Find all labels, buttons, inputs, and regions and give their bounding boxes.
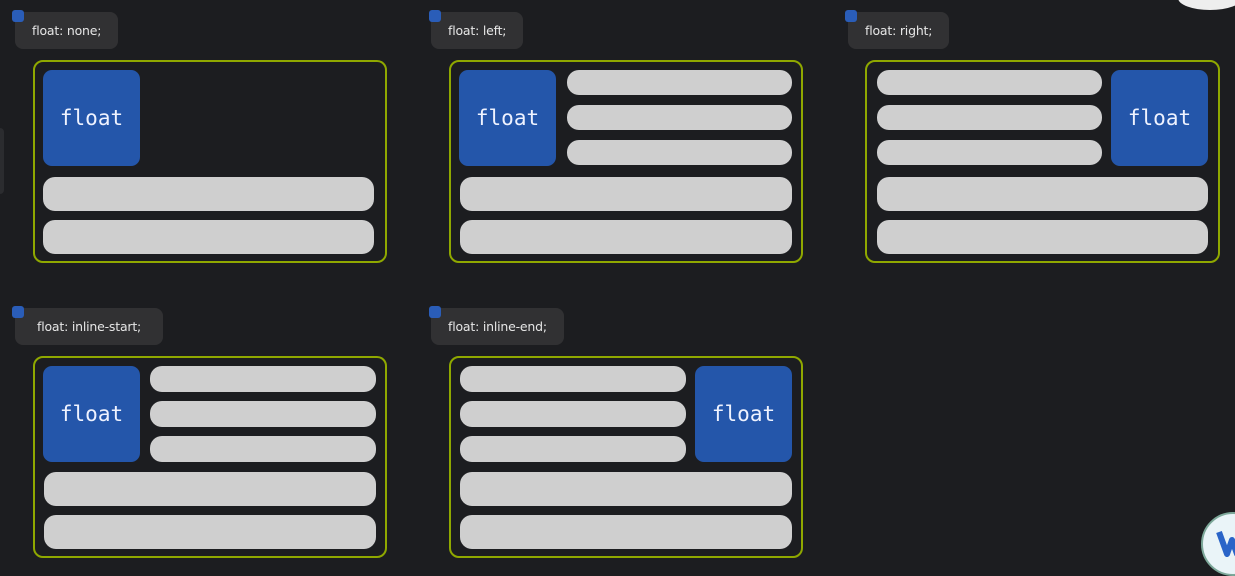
- text-line: [460, 472, 792, 506]
- text-line: [877, 105, 1102, 130]
- text-line: [43, 220, 374, 254]
- label-marker-icon: [429, 10, 441, 22]
- text-line: [44, 472, 376, 506]
- text-line: [460, 436, 686, 462]
- float-box: float: [43, 70, 140, 166]
- label-marker-icon: [12, 306, 24, 318]
- float-box: float: [459, 70, 556, 166]
- text-line: [150, 436, 376, 462]
- left-edge-tab: [0, 128, 4, 194]
- text-line: [460, 220, 792, 254]
- demo-label: float: inline-end;: [431, 308, 564, 345]
- label-marker-icon: [429, 306, 441, 318]
- text-line: [460, 401, 686, 427]
- label-marker-icon: [845, 10, 857, 22]
- app-logo-icon: [1215, 526, 1235, 567]
- demo-label: float: right;: [848, 12, 950, 49]
- text-line: [567, 70, 792, 95]
- text-line: [460, 366, 686, 392]
- float-box: float: [43, 366, 140, 462]
- text-line: [150, 366, 376, 392]
- demo-container: float: [33, 356, 387, 558]
- text-line: [44, 515, 376, 549]
- demo-label: float: none;: [15, 12, 119, 49]
- text-line: [567, 140, 792, 165]
- text-line: [877, 177, 1208, 211]
- demo-container: float: [865, 60, 1220, 263]
- app-badge-icon[interactable]: [1201, 512, 1235, 576]
- demo-container: float: [33, 60, 387, 263]
- text-line: [567, 105, 792, 130]
- float-box: float: [695, 366, 792, 462]
- demo-label: float: left;: [431, 12, 524, 49]
- text-line: [877, 140, 1102, 165]
- demo-label: float: inline-start;: [15, 308, 164, 345]
- top-right-avatar[interactable]: [1178, 0, 1235, 10]
- float-box: float: [1111, 70, 1208, 166]
- demo-container: float: [449, 356, 803, 558]
- label-marker-icon: [12, 10, 24, 22]
- demo-container: float: [449, 60, 803, 263]
- text-line: [43, 177, 374, 211]
- text-line: [150, 401, 376, 427]
- text-line: [460, 515, 792, 549]
- text-line: [460, 177, 792, 211]
- text-line: [877, 220, 1208, 254]
- text-line: [877, 70, 1102, 95]
